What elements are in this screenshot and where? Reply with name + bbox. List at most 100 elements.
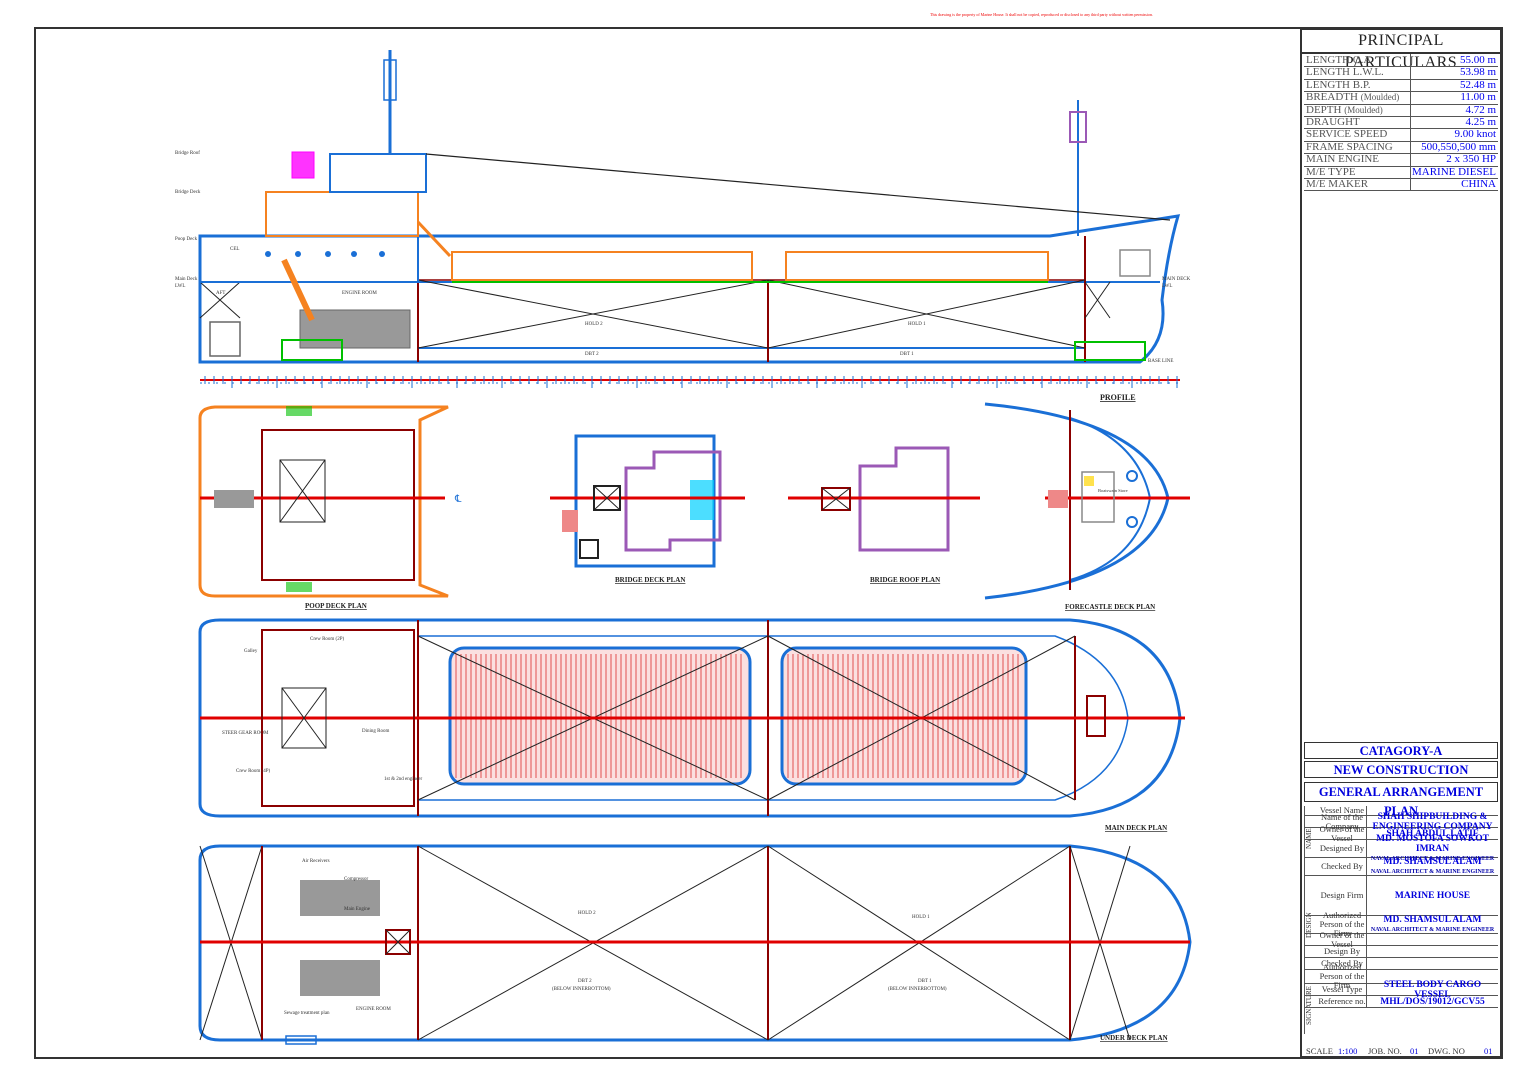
info-key: Vessel Name bbox=[1318, 806, 1367, 815]
profile-hull bbox=[198, 214, 1181, 364]
info-key: Checked By bbox=[1318, 858, 1367, 875]
label-profile: PROFILE bbox=[1100, 393, 1136, 402]
category: CATAGORY-A bbox=[1304, 742, 1498, 759]
label-officers: 1st & 2nd engineer bbox=[384, 777, 423, 782]
construction-type: NEW CONSTRUCTION bbox=[1304, 761, 1498, 778]
info-value: SHAH SHIPBUILDING & ENGINEERING COMPANY bbox=[1367, 812, 1498, 832]
info-value bbox=[1367, 946, 1498, 957]
info-value-sub: NAVAL ARCHITECT & MARINE ENGINEER bbox=[1370, 855, 1495, 862]
label-dbt1-ud-sub: (BELOW INNERBOTTOM) bbox=[888, 987, 947, 992]
particular-key: LENGTH B.P. bbox=[1306, 78, 1371, 91]
info-key: Owner of the Vessel bbox=[1318, 824, 1367, 842]
label-sewage: Sewage treatment plan bbox=[284, 1011, 330, 1016]
label-lwl-aft: LWL bbox=[175, 284, 185, 289]
particular-value: 52.48 m bbox=[1410, 78, 1498, 92]
label-main-deck-plan: MAIN DECK PLAN bbox=[1105, 824, 1167, 832]
info-value: MHL/DOS/19012/GCV55 bbox=[1367, 996, 1498, 1007]
label-main-deck-aft: Main Deck bbox=[175, 277, 198, 282]
label-forecastle-deck-plan: FORECASTLE DECK PLAN bbox=[1065, 603, 1155, 611]
info-key: Designed By bbox=[1318, 840, 1367, 857]
label-compressor: Compressor bbox=[344, 877, 369, 882]
particular-value: 55.00 m bbox=[1410, 54, 1498, 67]
label-aft: AFT bbox=[216, 291, 225, 296]
label-main-deck-fwd: MAIN DECK bbox=[1162, 277, 1191, 282]
particular-row: LENGTH O.A 55.00 m bbox=[1304, 54, 1498, 68]
info-value-main: SHAH ABDUL LATIF bbox=[1386, 828, 1479, 839]
particular-key-sub: (Moulded) bbox=[1360, 92, 1400, 103]
info-key: Name of the Company bbox=[1318, 812, 1367, 830]
centreline-symbol: ℄ bbox=[454, 494, 462, 505]
particular-row: FRAME SPACING 500,550,500 mm bbox=[1304, 140, 1498, 155]
label-dbt2-ud-sub: (BELOW INNERBOTTOM) bbox=[552, 987, 611, 992]
particular-key: SERVICE SPEED bbox=[1306, 128, 1388, 141]
info-value bbox=[1367, 958, 1498, 969]
particular-value: MARINE DIESEL bbox=[1410, 165, 1496, 178]
drawing-frame bbox=[34, 27, 1503, 1059]
particular-key: LENGTH O.A bbox=[1306, 54, 1372, 66]
label-crew-room-4p: Crew Room (4P) bbox=[236, 769, 271, 774]
principal-particulars-title: PRINCIPAL PARTICULARS bbox=[1302, 30, 1500, 71]
particular-row: SERVICE SPEED 9.00 knot bbox=[1304, 128, 1498, 142]
info-row: Design By bbox=[1304, 946, 1498, 958]
job-value: 01 bbox=[1410, 1046, 1419, 1056]
particular-key: BREADTH bbox=[1306, 91, 1358, 104]
info-value-main: STEEL BODY CARGO VESSEL bbox=[1383, 979, 1482, 1000]
dwg-value: 01 bbox=[1484, 1046, 1493, 1056]
particular-value: 9.00 knot bbox=[1410, 128, 1498, 141]
label-poop-deck: Poop Deck bbox=[175, 237, 198, 242]
info-value-sub: NAVAL ARCHITECT & MARINE ENGINEER bbox=[1370, 868, 1495, 875]
label-lwl-fwd: LWL bbox=[1162, 284, 1172, 289]
label-galley: Galley bbox=[244, 649, 258, 654]
bridge-roof-plan bbox=[788, 446, 980, 552]
job-label: JOB. NO. bbox=[1368, 1046, 1402, 1056]
info-key: Owner of the Vessel bbox=[1318, 930, 1367, 948]
particular-row: LENGTH L.W.L. 53.98 m bbox=[1304, 66, 1498, 80]
particular-row: DEPTH (Moulded)4.72 m bbox=[1304, 103, 1498, 117]
info-value bbox=[1367, 934, 1498, 945]
label-poop-deck-plan: POOP DECK PLAN bbox=[305, 602, 367, 610]
info-key: Authorized Person of the Firm bbox=[1318, 963, 1367, 990]
title-block: PRINCIPAL PARTICULARS LENGTH O.A 55.00 m… bbox=[1300, 28, 1502, 1058]
scale-row: SCALE 1:100 JOB. NO. 01 DWG. NO 01 bbox=[1304, 1044, 1498, 1058]
particular-key: M/E TYPE bbox=[1306, 165, 1356, 178]
info-value-sub: NAVAL ARCHITECT & MARINE ENGINEER bbox=[1370, 926, 1495, 933]
profile-view bbox=[198, 50, 1181, 388]
particular-value: 500,550,500 mm bbox=[1410, 140, 1498, 154]
info-row: Owner of the Vessel bbox=[1304, 930, 1498, 948]
scale-label: SCALE bbox=[1306, 1046, 1333, 1056]
label-dining-room: Dining Room bbox=[362, 729, 389, 734]
info-key: Reference no. bbox=[1318, 996, 1367, 1007]
label-dbt1-ud: DBT 1 bbox=[918, 979, 932, 984]
particular-value: 4.25 m bbox=[1410, 116, 1498, 129]
info-key: Checked By bbox=[1318, 958, 1367, 969]
label-base-line: BASE LINE bbox=[1148, 359, 1173, 364]
particular-value: CHINA bbox=[1410, 178, 1498, 191]
info-key: Vessel Type bbox=[1318, 984, 1367, 995]
info-row: Checked By bbox=[1304, 958, 1498, 970]
particular-row: M/E MAKER CHINA bbox=[1304, 178, 1498, 192]
particular-key: DEPTH bbox=[1306, 103, 1342, 116]
label-engine-room: ENGINE ROOM bbox=[342, 291, 377, 296]
particular-key: FRAME SPACING bbox=[1306, 140, 1393, 153]
particular-key: M/E MAKER bbox=[1306, 178, 1369, 190]
info-value-main: MHL/DOS/19012/GCV55 bbox=[1380, 996, 1485, 1007]
info-value-main: SHAH SHIPBUILDING & ENGINEERING COMPANY bbox=[1372, 811, 1493, 832]
label-dbt2: DBT 2 bbox=[585, 352, 599, 357]
info-row: Vessel Type STEEL BODY CARGO VESSEL bbox=[1304, 980, 1498, 1000]
info-value: MARINE HOUSE bbox=[1367, 876, 1498, 915]
info-value: STEEL BODY CARGO VESSEL bbox=[1367, 980, 1498, 1000]
label-bridge-roof: Bridge Roof bbox=[175, 151, 200, 156]
main-deck-plan bbox=[198, 618, 1185, 818]
info-row: Reference no. MHL/DOS/19012/GCV55 bbox=[1304, 996, 1498, 1008]
info-key: Design Firm bbox=[1318, 876, 1367, 915]
label-dbt2-ud: DBT 2 bbox=[578, 979, 592, 984]
label-bridge-deck-plan: BRIDGE DECK PLAN bbox=[615, 576, 685, 584]
label-hold2: HOLD 2 bbox=[585, 322, 603, 327]
particular-row: LENGTH B.P. 52.48 m bbox=[1304, 78, 1498, 93]
